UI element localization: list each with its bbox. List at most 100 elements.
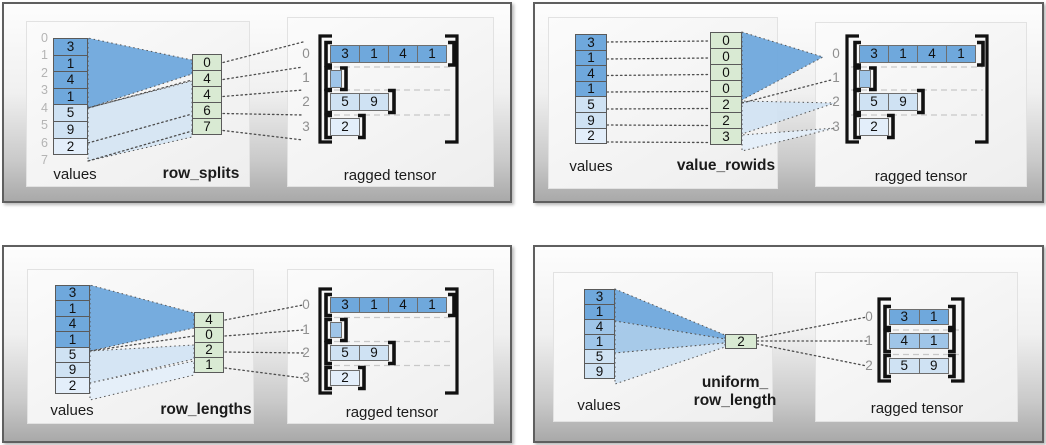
tensor-row: 5 9: [859, 93, 918, 111]
tensor-cell: 3: [859, 45, 889, 63]
value-cell: 2: [55, 377, 90, 394]
tensor-cell: 1: [888, 45, 918, 63]
key-cell: 2: [710, 112, 742, 129]
tensor-row: [330, 322, 342, 338]
panel-value-rowids: 3 1 4 1 5 9 2 0 0 0 0 2 2 3 0 1 2 3 3 1 …: [533, 2, 1044, 203]
tensor-cell: 2: [330, 370, 360, 386]
value-cell: 2: [53, 137, 88, 156]
tensor-row: 3 1 4 1: [330, 45, 447, 63]
row-index-label: 3: [302, 119, 310, 134]
values-column: 3 1 4 1 5 9 2: [53, 38, 88, 156]
tensor-row: 5 9: [330, 93, 389, 111]
value-cell: 5: [575, 96, 607, 113]
tensor-cell: 3: [889, 309, 920, 325]
key-label: row_splits: [162, 165, 240, 182]
values-column: 3 1 4 1 5 9 2: [55, 285, 90, 394]
value-cell: 4: [575, 65, 607, 82]
key-cell: 2: [725, 334, 757, 349]
key-cell: 0: [192, 54, 222, 71]
tensor-row: 2: [859, 118, 889, 136]
key-cell: 3: [710, 128, 742, 145]
value-cell: 4: [53, 71, 88, 89]
value-cell: 1: [575, 49, 607, 67]
value-index-label: 2: [41, 66, 48, 80]
key-cell: 7: [192, 118, 222, 135]
tensor-cell: 3: [330, 297, 360, 313]
value-index-label: 5: [41, 118, 48, 132]
key-cell: 0: [710, 64, 742, 81]
row-index-label: 1: [832, 70, 840, 85]
values-label: values: [577, 397, 621, 414]
tensor-row: 3 1 4 1: [330, 297, 447, 313]
panel-row-lengths: 3 1 4 1 5 9 2 4 0 2 1 0 1 2 3 3 1 4 1 5 …: [2, 245, 512, 443]
value-cell: 9: [575, 111, 607, 129]
tensor-cell: 3: [330, 45, 360, 63]
value-cell: 9: [53, 120, 88, 139]
row-index-label: 0: [865, 309, 873, 324]
value-rowids-column: 0 0 0 0 2 2 3: [710, 32, 742, 145]
value-cell: 1: [53, 54, 88, 73]
value-index-label: 4: [41, 101, 48, 115]
value-cell: 1: [55, 331, 90, 348]
tensor-cell: 1: [359, 45, 389, 63]
value-cell: 3: [55, 285, 90, 302]
tensor-row: 4 1: [889, 333, 949, 349]
panel-row-splits: 0 1 2 3 4 5 6 7 3 1 4 1 5 9 2 0 4 4 6 7 …: [2, 2, 512, 203]
output-label: ragged tensor: [874, 168, 968, 185]
values-label: values: [53, 166, 97, 183]
row-index-label: 0: [832, 46, 840, 61]
value-cell: 3: [53, 38, 88, 56]
value-cell: 5: [53, 104, 88, 122]
values-column: 3 1 4 1 5 9 2: [575, 34, 607, 145]
key-cell: 6: [192, 102, 222, 119]
values-column: 3 1 4 1 5 9: [584, 289, 615, 380]
row-lengths-column: 4 0 2 1: [194, 312, 224, 373]
tensor-row: [859, 70, 871, 88]
key-cell: 4: [192, 86, 222, 103]
key-label-line1: uniform_: [701, 374, 769, 391]
tensor-row: 2: [330, 118, 360, 136]
value-cell: 3: [584, 289, 615, 305]
key-cell: 0: [194, 327, 224, 343]
tensor-cell: 9: [359, 345, 389, 361]
key-cell: 0: [710, 48, 742, 65]
key-cell: 1: [194, 357, 224, 373]
tensor-cell: 9: [359, 93, 389, 111]
value-index-label: 6: [41, 136, 48, 150]
uniform-row-length-cell: 2: [725, 334, 757, 349]
tensor-empty-cell: [859, 70, 871, 88]
value-cell: 9: [55, 361, 90, 379]
key-cell: 2: [710, 96, 742, 113]
key-cell: 4: [194, 312, 224, 328]
values-label: values: [569, 158, 613, 175]
tensor-cell: 1: [359, 297, 389, 313]
value-cell: 5: [584, 348, 615, 365]
ragged-tensor-subpanel: [287, 17, 494, 187]
row-index-label: 0: [302, 46, 310, 61]
value-cell: 1: [575, 80, 607, 98]
value-cell: 2: [575, 127, 607, 145]
tensor-row: 5 9: [330, 345, 389, 361]
key-label-line2: row_length: [693, 392, 777, 409]
values-label: values: [50, 402, 94, 419]
panel-uniform-row-length: 3 1 4 1 5 9 2 0 1 2 3 1 4 1 5 9 values u…: [533, 245, 1044, 443]
value-index-label: 3: [41, 83, 48, 97]
value-cell: 1: [584, 333, 615, 350]
tensor-empty-cell: [330, 322, 342, 338]
tensor-cell: 1: [946, 45, 976, 63]
key-label: row_lengths: [160, 401, 252, 418]
tensor-row: 5 9: [889, 358, 949, 374]
row-index-label: 1: [302, 70, 310, 85]
output-label: ragged tensor: [345, 404, 439, 421]
tensor-empty-cell: [330, 70, 342, 88]
tensor-cell: 5: [330, 93, 360, 111]
tensor-cell: 5: [330, 345, 360, 361]
value-cell: 9: [584, 363, 615, 380]
row-splits-column: 0 4 4 6 7: [192, 54, 222, 135]
row-index-label: 1: [302, 322, 310, 337]
tensor-cell: 9: [888, 93, 918, 111]
tensor-cell: 2: [330, 118, 360, 136]
row-index-label: 1: [865, 333, 873, 348]
row-index-label: 2: [865, 358, 873, 373]
row-index-label: 2: [302, 345, 310, 360]
